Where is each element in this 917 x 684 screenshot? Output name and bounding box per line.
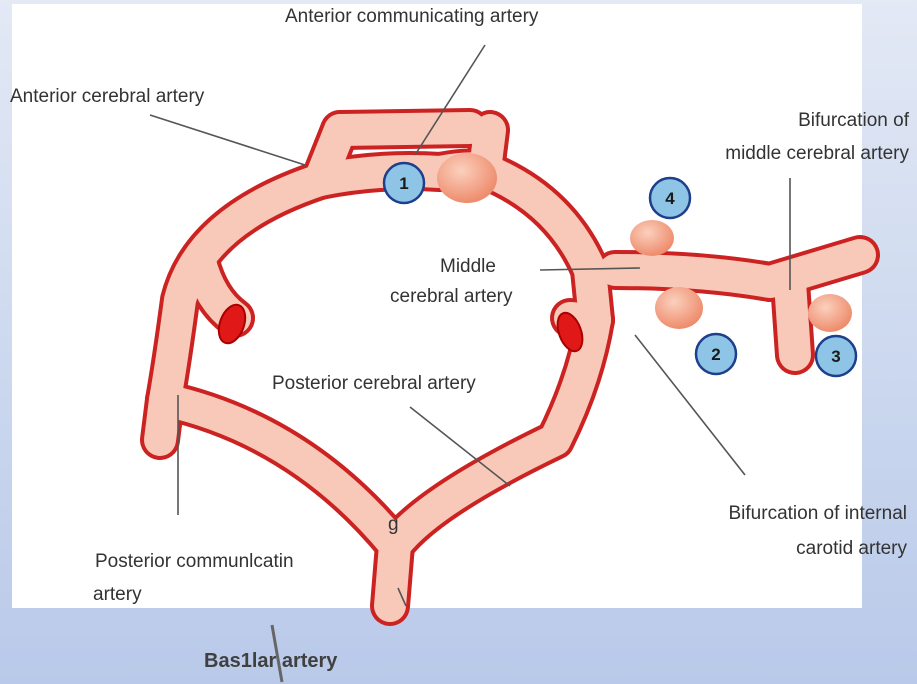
- marker-2-label: 2: [711, 345, 720, 364]
- label-anterior-cerebral-artery: Anterior cerebral artery: [10, 86, 204, 108]
- marker-3: 3: [816, 336, 856, 376]
- aneurysm-4: [630, 220, 674, 256]
- label-bifurcation-ica-line1: Bifurcation of internal: [729, 503, 908, 525]
- aneurysm-1: [437, 153, 497, 203]
- label-posterior-cerebral-artery: Posterior cerebral artery: [272, 373, 476, 395]
- label-bifurcation-ica-line2: carotid artery: [796, 538, 907, 560]
- marker-4-label: 4: [665, 189, 675, 208]
- label-anterior-communicating-artery: Anterior communicating artery: [285, 6, 538, 28]
- marker-3-label: 3: [831, 347, 840, 366]
- aneurysm-2: [655, 287, 703, 329]
- label-posterior-communicating-line1: Posterior communlcatin: [95, 551, 294, 573]
- label-bifurcation-mca-line1: Bifurcation of: [798, 110, 909, 132]
- label-middle-cerebral-artery-line2: cerebral artery: [390, 286, 513, 308]
- vessel-fill: [160, 128, 860, 606]
- label-basilar-artery: Bas1lar artery: [204, 650, 337, 672]
- marker-1: 1: [384, 163, 424, 203]
- label-stray-g: g: [388, 514, 399, 536]
- marker-2: 2: [696, 334, 736, 374]
- label-middle-cerebral-artery-line1: Middle: [440, 256, 496, 278]
- marker-4: 4: [650, 178, 690, 218]
- label-posterior-communicating-line2: artery: [93, 584, 142, 606]
- marker-1-label: 1: [399, 174, 408, 193]
- label-bifurcation-mca-line2: middle cerebral artery: [725, 143, 909, 165]
- aneurysm-3: [808, 294, 852, 332]
